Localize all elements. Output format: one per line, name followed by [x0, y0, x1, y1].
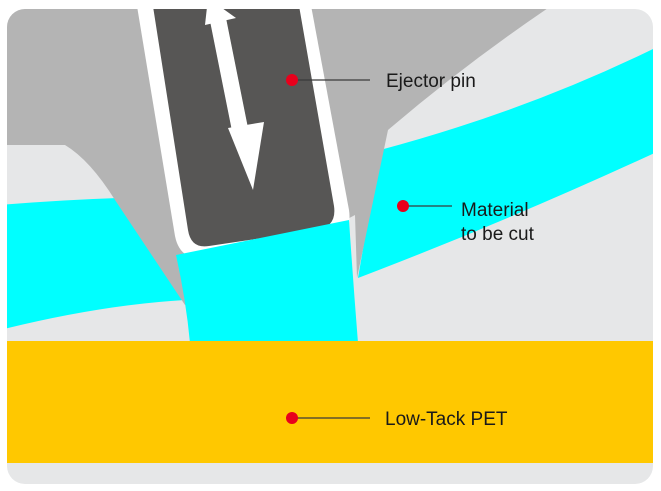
material-label-line1: Material: [461, 200, 529, 221]
double-headed-arrow-icon: [205, 9, 264, 190]
material-cut-piece: [176, 220, 358, 343]
red-dot-marker-icon: [286, 74, 298, 86]
red-dot-marker-icon: [397, 200, 409, 212]
low-tack-pet-label: Low-Tack PET: [385, 409, 508, 430]
material-label-line2: to be cut: [461, 224, 535, 245]
low-tack-pet-layer: [7, 341, 653, 463]
ejector-pin-label: Ejector pin: [386, 71, 476, 92]
callout-ejector-pin: Ejector pin: [286, 71, 476, 92]
callout-low-tack-pet: Low-Tack PET: [286, 409, 508, 430]
red-dot-marker-icon: [286, 412, 298, 424]
material-label: Material to be cut: [461, 200, 535, 245]
callout-material: Material to be cut: [397, 200, 535, 245]
material-band-right: [358, 45, 653, 278]
